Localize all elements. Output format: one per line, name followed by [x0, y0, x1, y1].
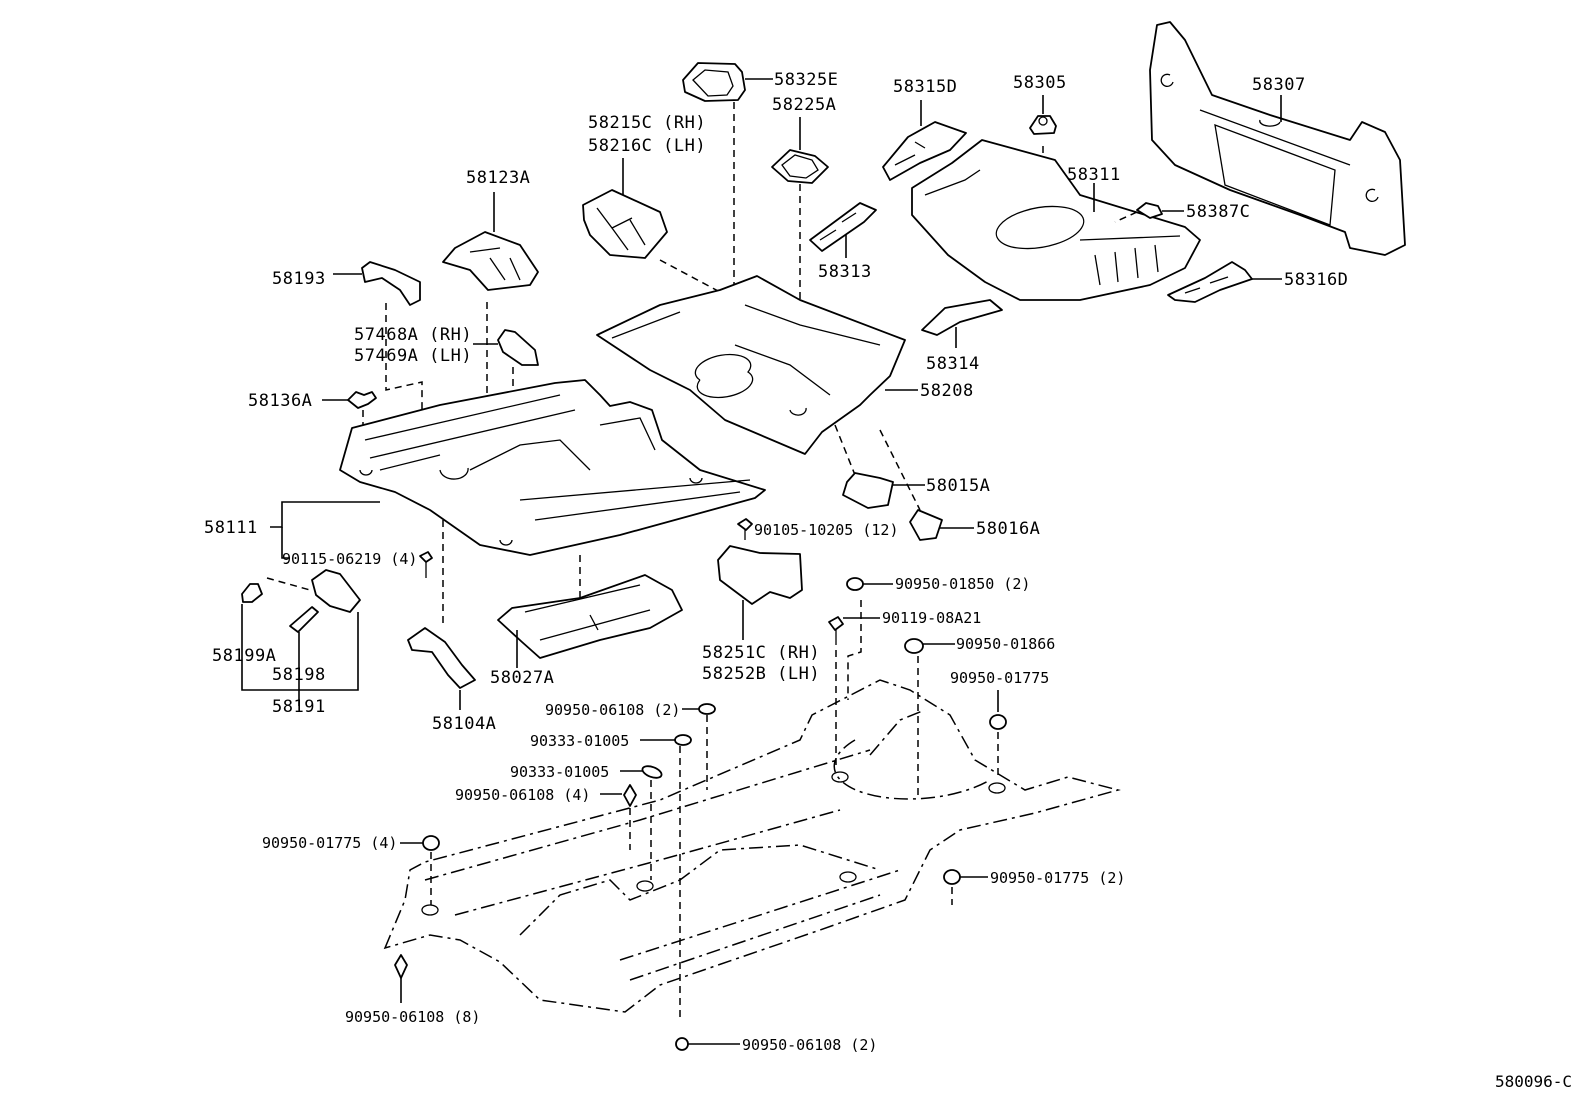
- plug-icon-90950-06108-8[interactable]: [394, 954, 408, 979]
- label-90950-06108-2b[interactable]: 90950-06108 (2): [742, 1036, 877, 1054]
- part-58387C[interactable]: [1136, 202, 1163, 219]
- grommet-icon-90333b[interactable]: [641, 764, 663, 780]
- label-58314[interactable]: 58314: [926, 354, 980, 374]
- part-58313[interactable]: [809, 202, 877, 252]
- part-58208[interactable]: [596, 275, 906, 455]
- label-90950-06108-8[interactable]: 90950-06108 (8): [345, 1008, 480, 1026]
- part-58136A[interactable]: [347, 391, 377, 409]
- part-58111[interactable]: [339, 379, 766, 556]
- part-58199A[interactable]: [241, 583, 263, 603]
- label-58315D[interactable]: 58315D: [893, 77, 957, 97]
- plug-icon-90950-01775[interactable]: [989, 714, 1007, 730]
- label-90950-01850[interactable]: 90950-01850 (2): [895, 575, 1030, 593]
- label-90950-06108-2a[interactable]: 90950-06108 (2): [545, 701, 680, 719]
- label-58208[interactable]: 58208: [920, 381, 974, 401]
- label-58136A[interactable]: 58136A: [248, 391, 312, 411]
- label-58199A[interactable]: 58199A: [212, 646, 276, 666]
- label-58225A[interactable]: 58225A: [772, 95, 836, 115]
- label-58325E[interactable]: 58325E: [774, 70, 838, 90]
- label-58123A[interactable]: 58123A: [466, 168, 530, 188]
- part-57468A[interactable]: [497, 329, 539, 366]
- part-58104A[interactable]: [407, 627, 476, 689]
- leader-58111: [270, 501, 380, 528]
- label-58252B[interactable]: 58252B (LH): [702, 664, 820, 684]
- part-58193[interactable]: [361, 261, 421, 306]
- label-58307[interactable]: 58307: [1252, 75, 1306, 95]
- part-58314[interactable]: [921, 299, 1003, 336]
- part-58251C[interactable]: [717, 545, 803, 605]
- part-58015A[interactable]: [842, 472, 894, 509]
- label-58027A[interactable]: 58027A: [490, 668, 554, 688]
- part-58191-cover[interactable]: [311, 569, 361, 613]
- label-58193[interactable]: 58193: [272, 269, 326, 289]
- plug-icon-90950-06108-2b[interactable]: [675, 1037, 689, 1051]
- plug-icon-90950-06108-4[interactable]: [623, 784, 637, 807]
- bolt-icon-90119[interactable]: [828, 616, 844, 645]
- label-58311[interactable]: 58311: [1067, 165, 1121, 185]
- guide-line: [834, 424, 856, 476]
- part-58307[interactable]: [1149, 21, 1406, 256]
- label-90950-06108-4[interactable]: 90950-06108 (4): [455, 786, 590, 804]
- label-90950-01866[interactable]: 90950-01866: [956, 635, 1055, 653]
- label-90950-01775[interactable]: 90950-01775: [950, 669, 1049, 687]
- label-58015A[interactable]: 58015A: [926, 476, 990, 496]
- figure-number: 580096-C: [1495, 1072, 1572, 1091]
- floor-assembly-phantom: [383, 679, 1121, 1013]
- label-58215C[interactable]: 58215C (RH): [588, 113, 706, 133]
- leader-58111b: [281, 527, 290, 559]
- part-58016A[interactable]: [909, 509, 943, 541]
- plug-icon-90950-01850[interactable]: [846, 577, 864, 591]
- label-90950-01775-2[interactable]: 90950-01775 (2): [990, 869, 1125, 887]
- label-57468A[interactable]: 57468A (RH): [354, 325, 472, 345]
- guide-line: [659, 259, 721, 293]
- part-58123A[interactable]: [442, 231, 539, 291]
- label-90119-08A21[interactable]: 90119-08A21: [882, 609, 981, 627]
- label-90333-01005a[interactable]: 90333-01005: [530, 732, 629, 750]
- plug-icon-90950-01775-2[interactable]: [943, 869, 961, 885]
- label-58387C[interactable]: 58387C: [1186, 202, 1250, 222]
- leader-58191: [241, 604, 359, 691]
- plug-icon-90950-01866[interactable]: [904, 638, 924, 654]
- plug-icon-90950-01775-4[interactable]: [422, 835, 440, 851]
- part-58027A[interactable]: [497, 574, 683, 659]
- part-58325E[interactable]: [682, 62, 746, 102]
- part-58305[interactable]: [1029, 115, 1057, 135]
- label-58251C[interactable]: 58251C (RH): [702, 643, 820, 663]
- label-90105-10205[interactable]: 90105-10205 (12): [754, 521, 899, 539]
- plug-icon-90950-06108-2a[interactable]: [698, 703, 716, 715]
- label-90950-01775-4[interactable]: 90950-01775 (4): [262, 834, 397, 852]
- bolt-icon-90105[interactable]: [737, 518, 753, 540]
- label-58313[interactable]: 58313: [818, 262, 872, 282]
- part-58215C[interactable]: [582, 189, 668, 259]
- part-58225A[interactable]: [771, 149, 829, 184]
- guide-line: [879, 429, 921, 511]
- label-58016A[interactable]: 58016A: [976, 519, 1040, 539]
- part-58315D[interactable]: [882, 121, 967, 181]
- label-58191[interactable]: 58191: [272, 697, 326, 717]
- label-58305[interactable]: 58305: [1013, 73, 1067, 93]
- label-58216C[interactable]: 58216C (LH): [588, 136, 706, 156]
- label-58104A[interactable]: 58104A: [432, 714, 496, 734]
- part-58311[interactable]: [911, 139, 1201, 301]
- guide-line: [266, 577, 311, 591]
- label-58316D[interactable]: 58316D: [1284, 270, 1348, 290]
- part-58198[interactable]: [289, 606, 319, 633]
- guide-line: [847, 600, 862, 700]
- label-57469A[interactable]: 57469A (LH): [354, 346, 472, 366]
- label-58111[interactable]: 58111: [204, 518, 258, 538]
- label-90333-01005b[interactable]: 90333-01005: [510, 763, 609, 781]
- bolt-icon-90115[interactable]: [419, 551, 433, 578]
- label-90115-06219[interactable]: 90115-06219 (4): [282, 550, 417, 568]
- grommet-icon-90333a[interactable]: [674, 734, 692, 746]
- guide-line: [1114, 211, 1138, 223]
- label-58198[interactable]: 58198: [272, 665, 326, 685]
